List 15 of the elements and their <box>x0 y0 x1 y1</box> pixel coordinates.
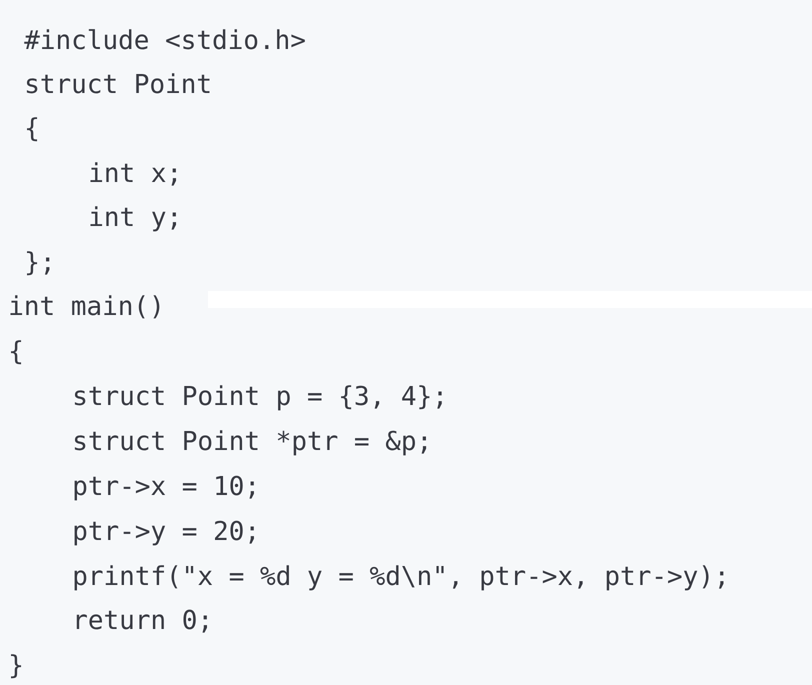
code-line: ptr->y = 20; <box>74 520 254 546</box>
code-line: struct Point *ptr = &p; <box>74 430 426 456</box>
code-line: ptr->x = 10; <box>74 476 254 500</box>
code-line: { <box>11 340 22 364</box>
code-line: }; <box>27 251 50 276</box>
code-line: printf("x = %d y = %d\n", ptr->x, ptr->y); <box>74 565 724 590</box>
code-line: return 0; <box>76 610 207 633</box>
code-line: } <box>11 654 22 678</box>
code-line: struct Point <box>26 73 210 94</box>
code-line: int y; <box>90 206 176 232</box>
code-line: struct Point p = {3, 4}; <box>74 385 442 410</box>
code-line: { <box>27 117 38 142</box>
code-line: int x; <box>90 162 176 186</box>
code-line: #include <stdio.h> <box>24 29 305 50</box>
code-line: int main() <box>10 295 160 318</box>
